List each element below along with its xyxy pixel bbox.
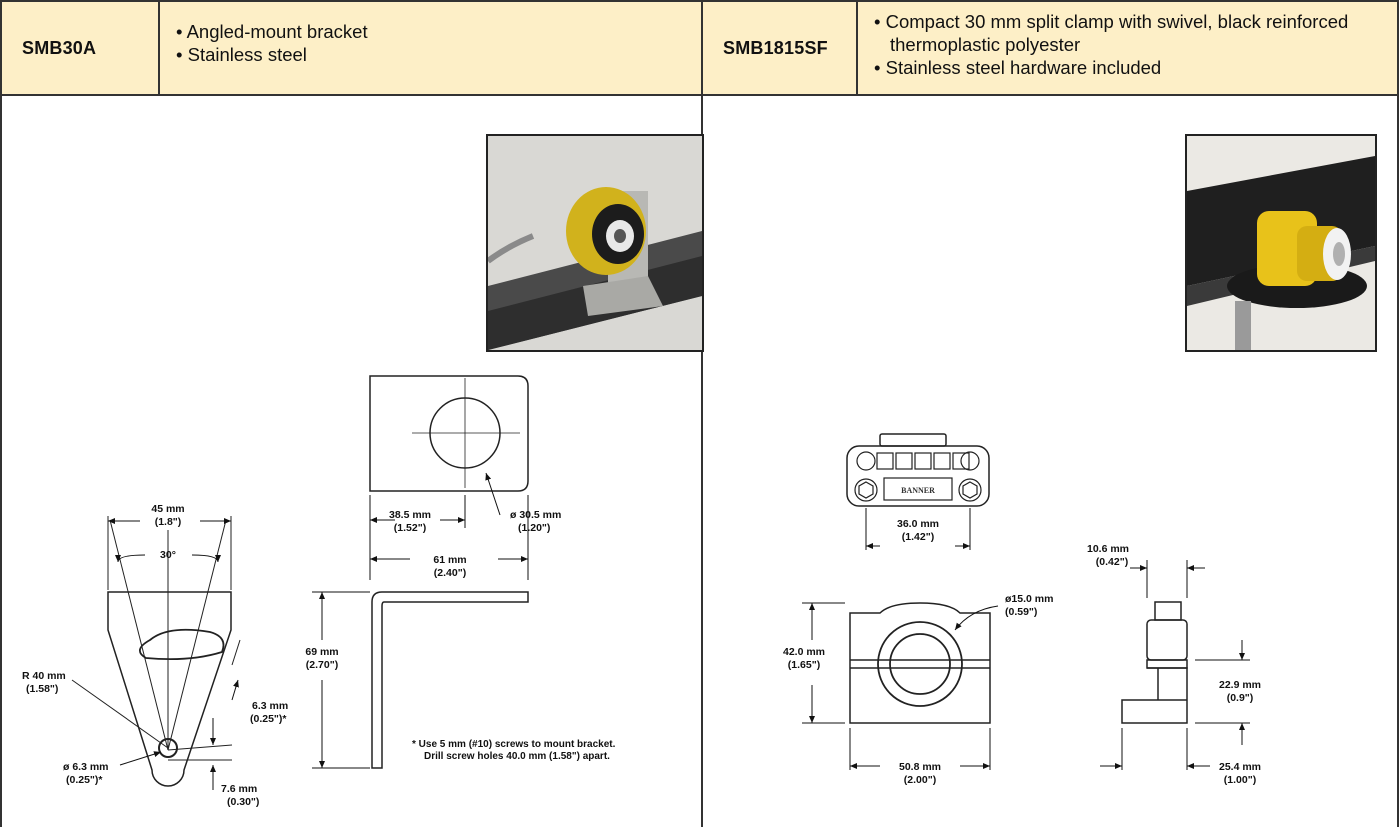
model-cell-smb30a: SMB30A	[0, 0, 158, 96]
dim-38-5-in: (1.52")	[394, 522, 426, 534]
dim-r40: R 40 mm	[22, 670, 66, 682]
smb1815sf-top-view	[846, 433, 990, 507]
clamp-logo-text: BANNER	[901, 486, 935, 495]
dim-45mm-in: (1.8")	[155, 516, 182, 528]
dim-42: 42.0 mm	[783, 646, 825, 658]
dim-7-6-in: (0.30")	[227, 796, 259, 808]
dim-38-5: 38.5 mm	[389, 509, 431, 521]
dim-36: 36.0 mm	[897, 518, 939, 530]
dim-7-6: 7.6 mm	[221, 783, 257, 795]
dim-hole: ø 6.3 mm	[63, 761, 109, 773]
description-cell-smb30a: • Angled-mount bracket • Stainless steel	[158, 0, 701, 96]
dim-50-8-in: (2.00")	[904, 774, 936, 786]
dim-42-in: (1.65")	[788, 659, 820, 671]
model-name-smb30a: SMB30A	[22, 37, 97, 58]
dim-10-6-in: (0.42")	[1096, 556, 1128, 568]
dim-hole-in: (0.25")*	[66, 774, 103, 786]
model-cell-smb1815sf: SMB1815SF	[701, 0, 856, 96]
column-divider	[701, 96, 703, 827]
dim-dia-15-in: (0.59")	[1005, 606, 1037, 618]
smb30a-top-view	[369, 375, 529, 492]
dim-45mm: 45 mm	[151, 503, 184, 515]
dim-61: 61 mm	[433, 554, 466, 566]
dim-10-6: 10.6 mm	[1087, 543, 1129, 555]
model-name-smb1815sf: SMB1815SF	[723, 37, 828, 58]
dim-22-9-in: (0.9")	[1227, 692, 1254, 704]
dim-25-4: 25.4 mm	[1219, 761, 1261, 773]
smb30a-side-dimension-labels: 38.5 mm (1.52") ø 30.5 mm (1.20") 61 mm …	[305, 509, 615, 762]
bullet-smb1815sf-2: • Stainless steel hardware included	[874, 57, 1162, 78]
dim-36-in: (1.42")	[902, 531, 934, 543]
dim-6-3-in: (0.25")*	[250, 713, 287, 725]
note-line-1: * Use 5 mm (#10) screws to mount bracket…	[412, 739, 616, 750]
dim-50-8: 50.8 mm	[899, 761, 941, 773]
dim-dia-15: ø15.0 mm	[1005, 593, 1053, 605]
dim-61-in: (2.40")	[434, 567, 466, 579]
dim-dia-30-5-in: (1.20")	[518, 522, 550, 534]
dim-69: 69 mm	[305, 646, 338, 658]
dim-25-4-in: (1.00")	[1224, 774, 1256, 786]
dim-dia-30-5: ø 30.5 mm	[510, 509, 561, 521]
description-cell-smb1815sf: • Compact 30 mm split clamp with swivel,…	[856, 0, 1399, 96]
dim-22-9: 22.9 mm	[1219, 679, 1261, 691]
smb1815sf-product-photo	[1185, 134, 1377, 352]
dim-angle: 30°	[160, 549, 176, 561]
smb30a-side-view	[371, 591, 529, 769]
smb30a-front-view	[71, 516, 241, 787]
bullet-smb30a-1: • Angled-mount bracket	[176, 21, 368, 42]
smb30a-front-dimension-labels: 45 mm (1.8") 30° R 40 mm (1.58") 6.3 mm …	[22, 503, 288, 808]
left-border	[0, 96, 2, 827]
dim-6-3: 6.3 mm	[252, 700, 288, 712]
smb1815sf-side-view	[1121, 601, 1188, 724]
smb30a-product-photo	[486, 134, 704, 352]
dim-r40-in: (1.58")	[26, 683, 58, 695]
note-line-2: Drill screw holes 40.0 mm (1.58") apart.	[424, 751, 610, 762]
bullet-smb1815sf-1: • Compact 30 mm split clamp with swivel,…	[874, 11, 1349, 55]
dim-69-in: (2.70")	[306, 659, 338, 671]
bullet-smb30a-2: • Stainless steel	[176, 44, 307, 65]
right-border	[1397, 96, 1399, 827]
smb1815sf-front-view	[849, 602, 991, 724]
